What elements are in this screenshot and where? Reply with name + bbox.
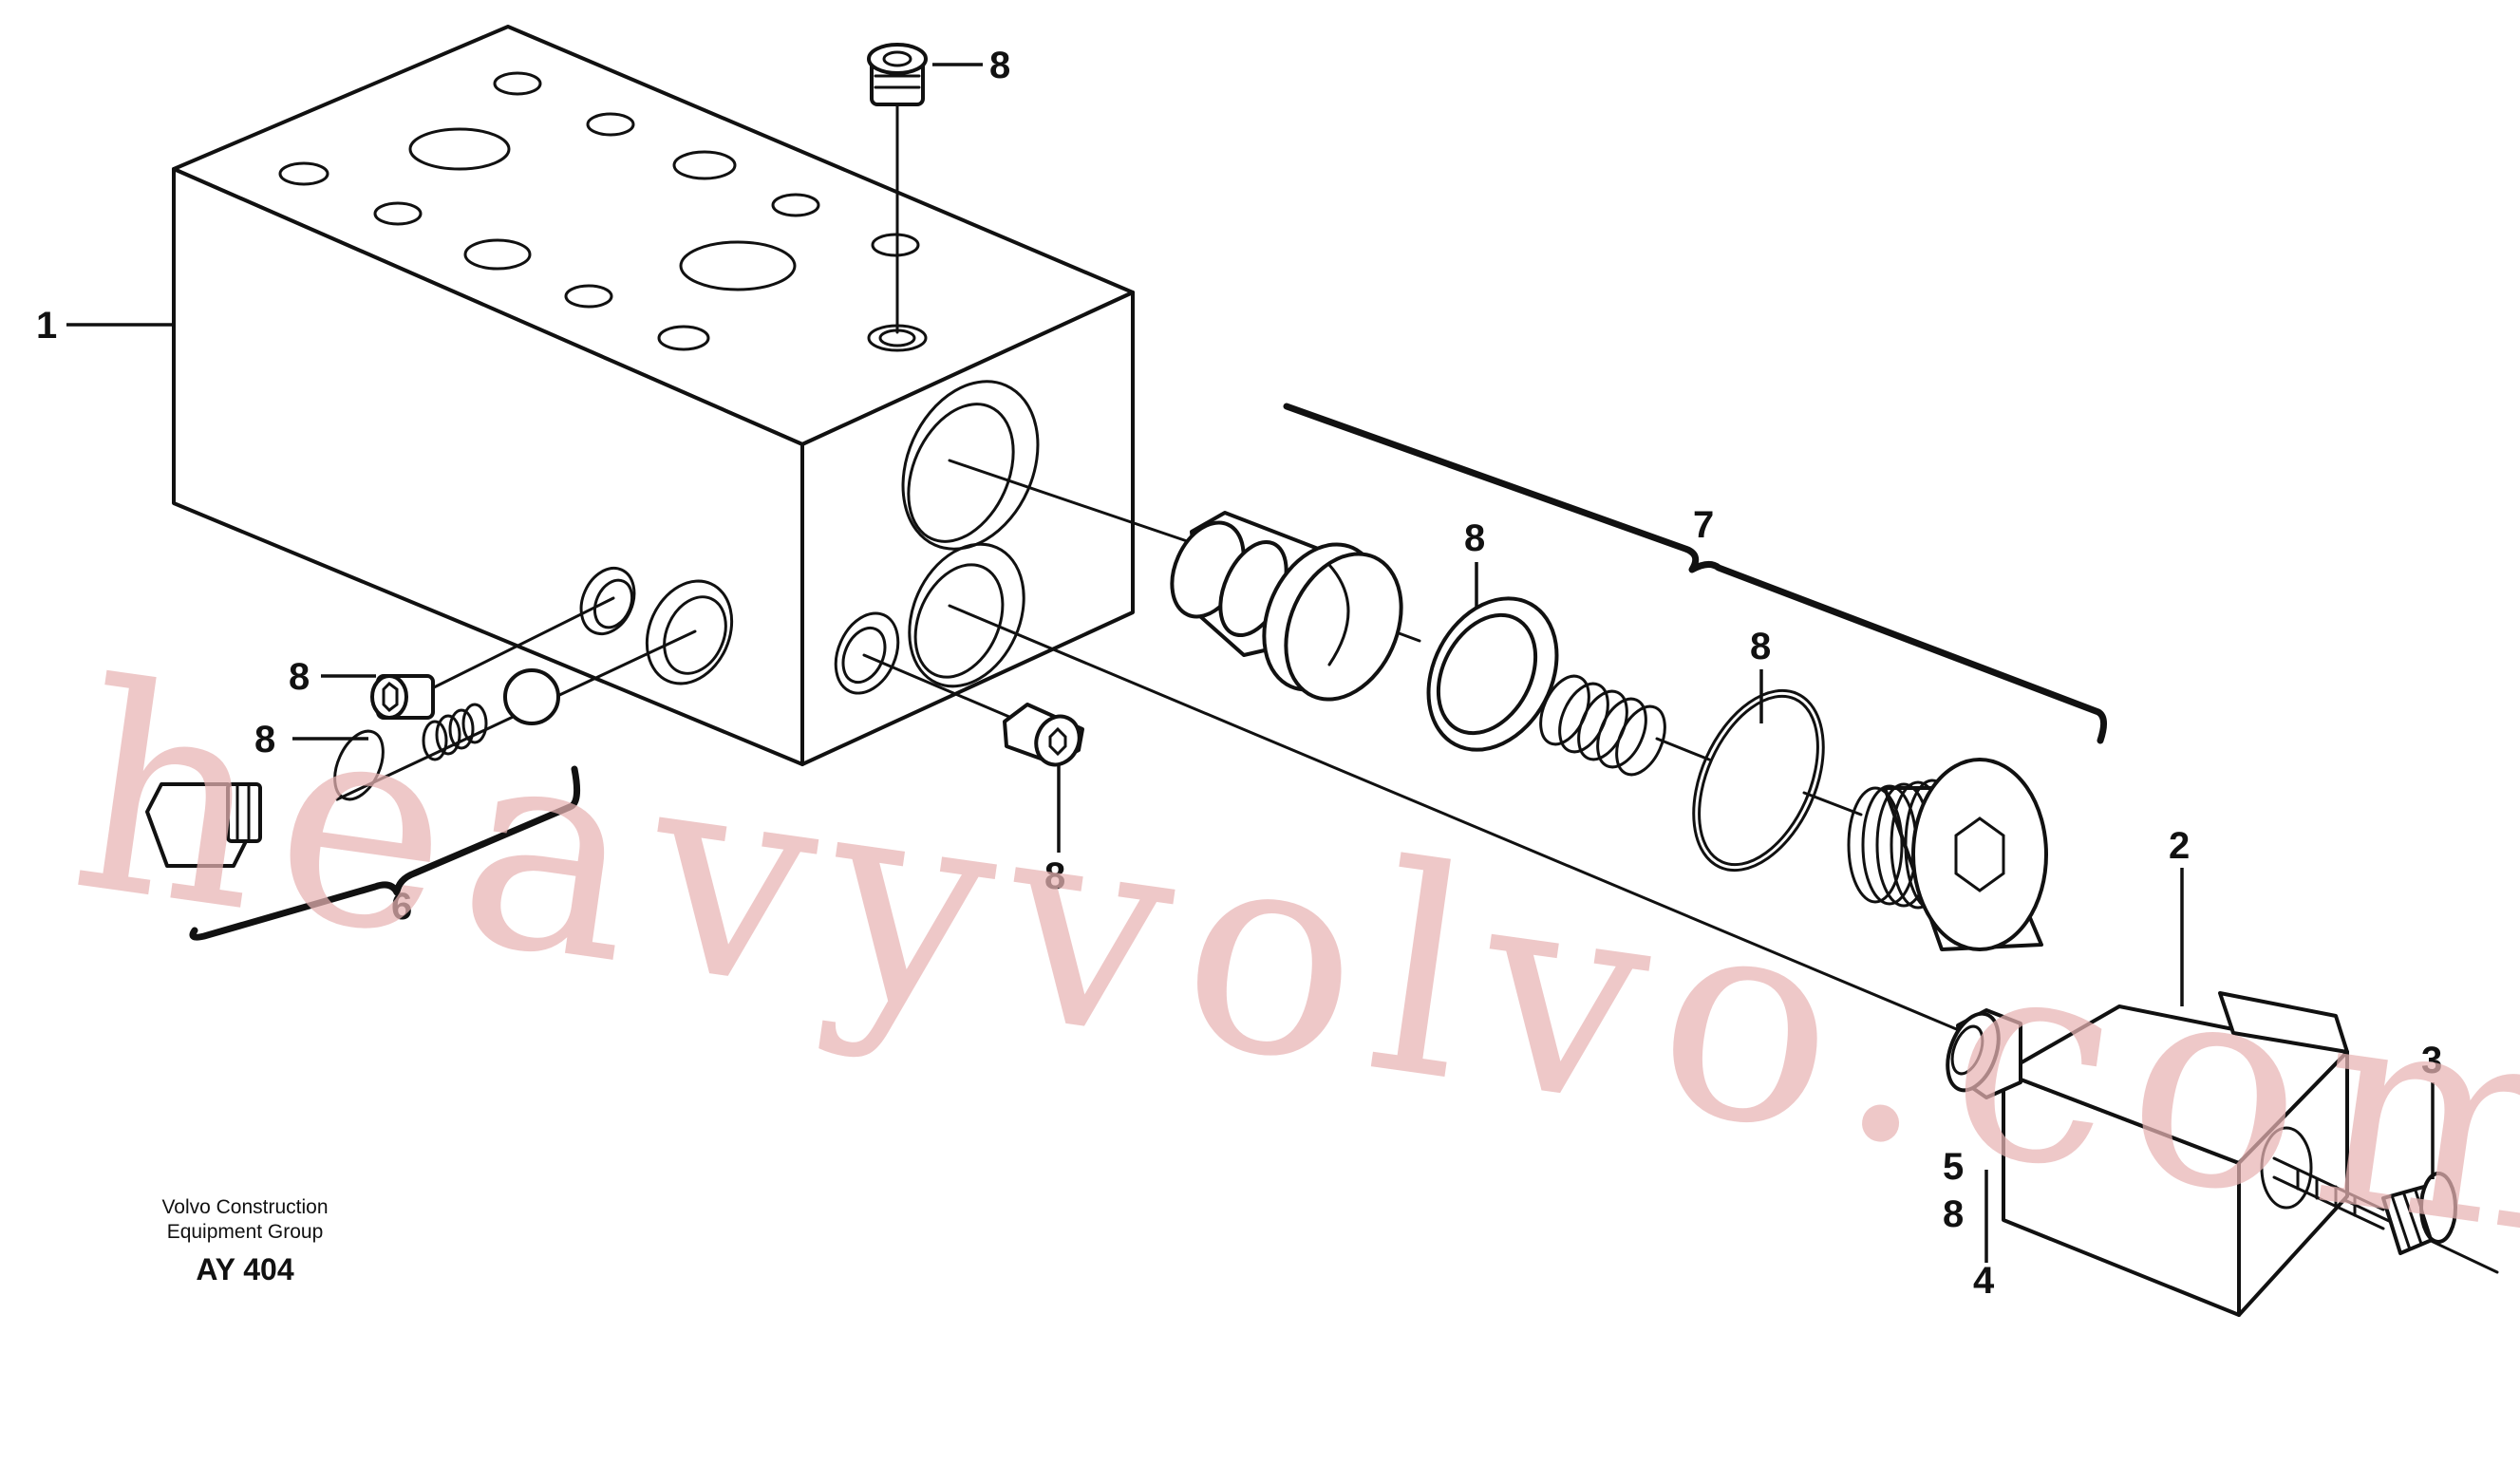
- drawing-caption: Volvo Construction Equipment Group AY 40…: [161, 1196, 328, 1286]
- plug-center: [1003, 703, 1084, 767]
- group-7-brace: [1283, 403, 2107, 744]
- callout-8-oring: 8: [1750, 626, 1771, 667]
- callout-8-center: 8: [1044, 855, 1065, 897]
- solenoid-side-face: [2237, 1050, 2349, 1317]
- callout-8-left-b: 8: [254, 719, 275, 760]
- spring-center: [1539, 674, 1666, 777]
- backup-ring: [1426, 596, 1559, 752]
- o-ring: [1692, 688, 1825, 873]
- coil-plug: [1946, 1008, 2022, 1099]
- callout-7: 7: [1693, 504, 1714, 546]
- spool: [1170, 511, 1403, 702]
- threaded-plug-large: [1847, 758, 2048, 951]
- plug-top: [867, 43, 928, 106]
- callout-8-top: 8: [989, 45, 1010, 86]
- callout-labels: 1 8 8 8 8 8 7 8 6 2 3 5 8 4: [36, 45, 2442, 1302]
- solenoid-connector: [2218, 991, 2349, 1054]
- callout-8-ring: 8: [1464, 517, 1485, 559]
- solenoid: [2002, 991, 2349, 1317]
- callout-8-bottom-right: 8: [1943, 1193, 1964, 1235]
- knurled-knob: [2381, 1172, 2457, 1255]
- callout-5: 5: [1943, 1146, 1964, 1188]
- group-6-brace: [189, 765, 581, 941]
- callout-3: 3: [2421, 1040, 2442, 1081]
- side-face-ports: [834, 380, 1040, 695]
- left-spring: [422, 703, 488, 761]
- caption-company-line2: Equipment Group: [167, 1221, 324, 1243]
- adjusting-screw: [2272, 1156, 2385, 1230]
- valve-block: [172, 25, 1135, 766]
- callout-6: 6: [391, 886, 412, 928]
- left-plug-b: [145, 729, 385, 868]
- leader-lines: [66, 63, 2435, 1263]
- callout-1: 1: [36, 305, 57, 347]
- callout-4: 4: [1973, 1260, 1995, 1302]
- watermark: heavyvolvo.com: [57, 622, 2520, 1305]
- check-ball: [503, 668, 560, 725]
- caption-company-line1: Volvo Construction: [161, 1196, 328, 1218]
- callout-2: 2: [2169, 825, 2190, 867]
- left-plug-a: [370, 674, 435, 720]
- top-face-ports: [278, 71, 928, 352]
- callout-8-left-a: 8: [289, 656, 310, 698]
- front-face-ports: [579, 566, 734, 685]
- caption-drawing-code: AY 404: [196, 1252, 293, 1286]
